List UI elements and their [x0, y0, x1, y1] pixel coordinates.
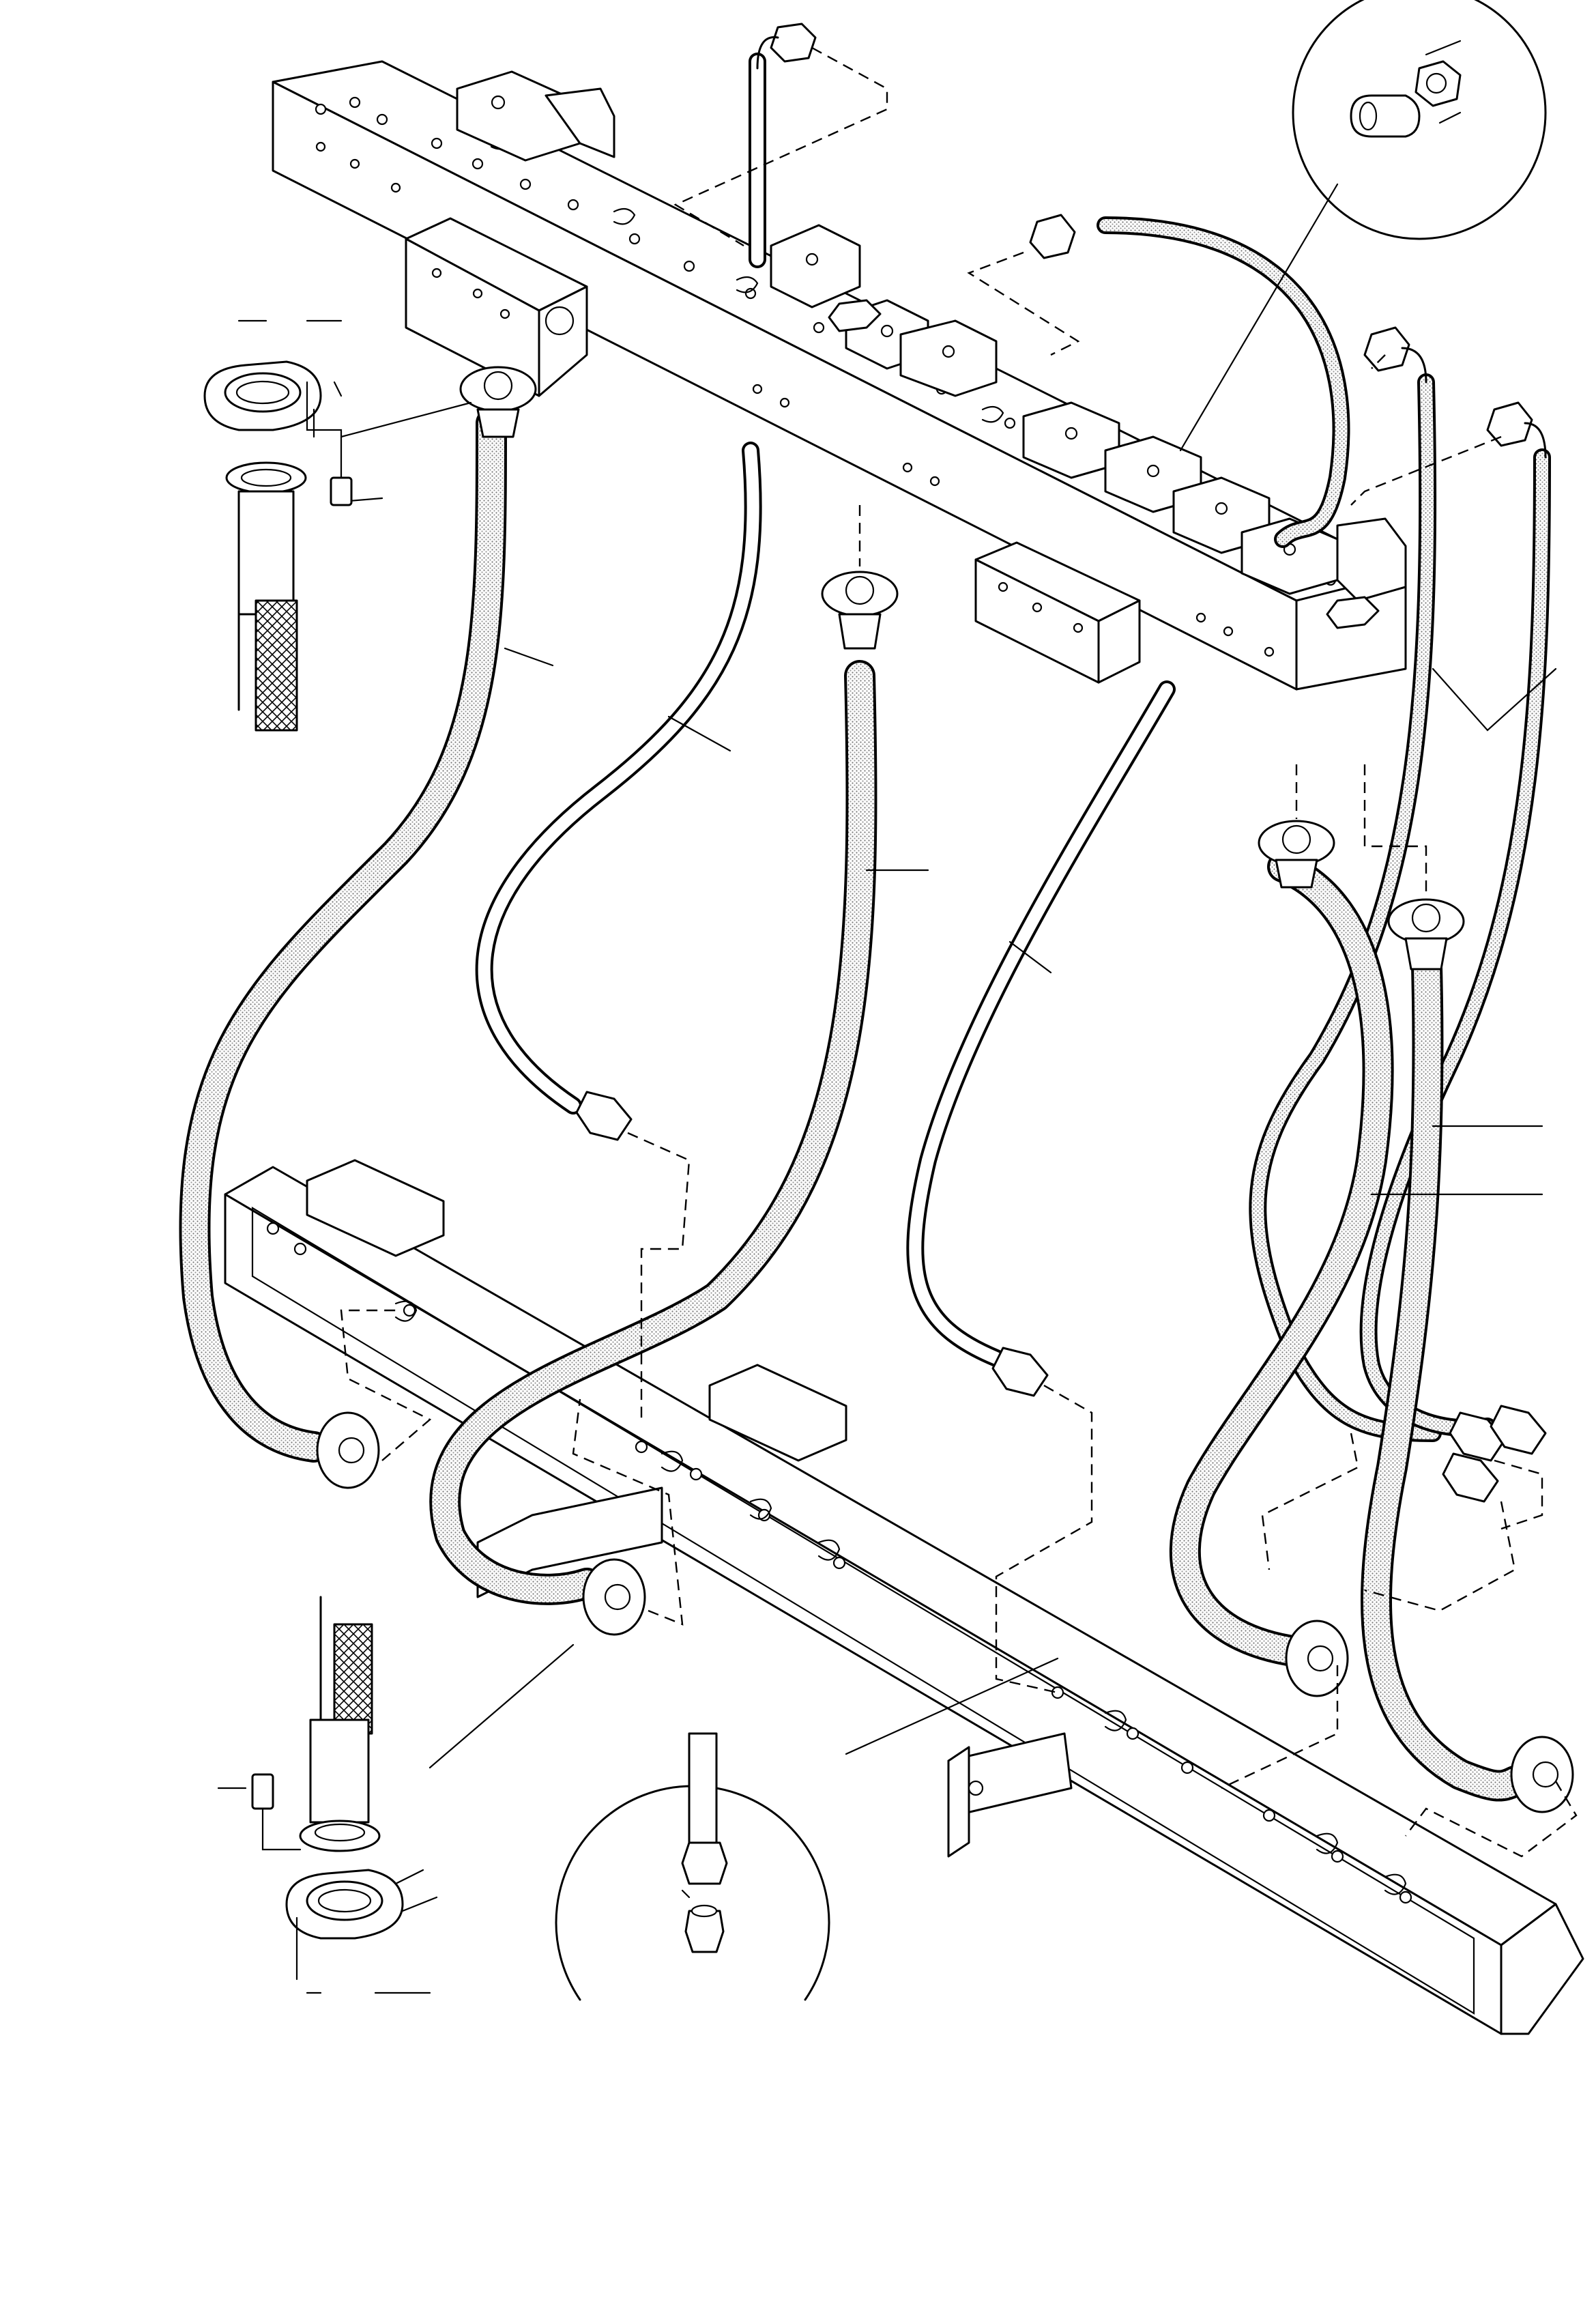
hose-3	[429, 660, 877, 1605]
solenoid-valve-left	[456, 70, 615, 162]
hose-fittings	[316, 23, 1574, 1813]
manifold-ports	[315, 96, 1337, 657]
hose-2	[475, 442, 762, 1115]
hose-1	[179, 407, 507, 1463]
detail-flange-lower	[251, 1596, 404, 1981]
detail-circle-adapter-top	[1292, 0, 1547, 240]
hose-4	[906, 680, 1176, 1367]
lower-block-ports	[266, 1222, 1412, 1904]
connection-dash-lines	[340, 46, 1578, 1858]
valve-stack-center	[770, 224, 1407, 602]
hose-8	[1169, 851, 1394, 1667]
hose-5	[1097, 216, 1350, 548]
detail-flange-upper	[203, 360, 353, 732]
hose-6	[1249, 373, 1442, 1442]
leader-lines	[217, 40, 1557, 1994]
hex-plug-center	[828, 299, 882, 332]
detail-circle-adapter-bottom	[555, 1732, 830, 2001]
valve-manifold	[272, 60, 1407, 691]
hex-plug-right	[1326, 596, 1380, 629]
hose-9	[1361, 926, 1530, 1802]
side-valve-block-left	[405, 217, 588, 397]
side-valve-block-right	[974, 541, 1141, 684]
